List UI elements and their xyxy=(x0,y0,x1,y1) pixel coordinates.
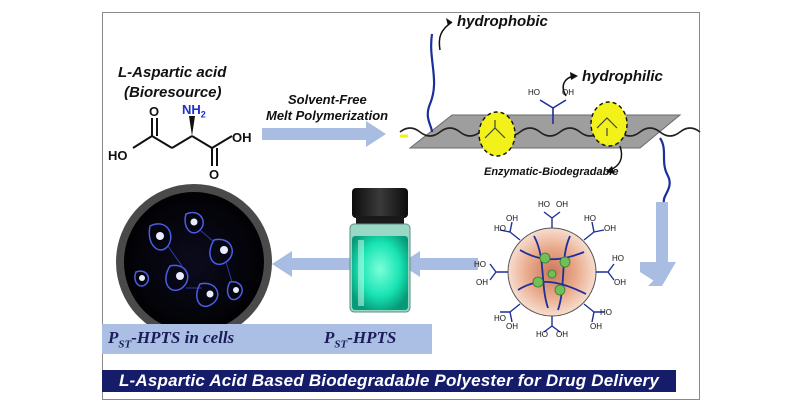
arrow-melt-polymerization xyxy=(262,121,386,147)
hydroxyl-left: HO xyxy=(108,148,128,163)
vial xyxy=(349,188,411,313)
micelle-oh-2: OH xyxy=(604,224,616,233)
micelle-oh-4: OH xyxy=(590,322,602,331)
caption-cells: PST-HPTS in cells xyxy=(108,328,235,351)
nh2-label: NH2 xyxy=(182,102,206,120)
reaction-line-1: Solvent-Free xyxy=(288,92,367,107)
diol-oh: OH xyxy=(562,88,574,97)
monomer-name: L-Aspartic acid xyxy=(118,64,227,81)
enzymatic-label: Enzymatic-Biodegradable xyxy=(484,166,619,178)
cell-image xyxy=(116,184,272,340)
arrow-down-to-micelle xyxy=(648,202,676,286)
arrow-to-micelle-hook xyxy=(640,262,662,286)
hydrophilic-diol xyxy=(539,99,567,124)
micelle-ho-5: HO xyxy=(536,330,548,339)
micelle-ho-8: HO xyxy=(494,224,506,233)
carbonyl-o-top: O xyxy=(149,104,160,119)
hydrophobic-label: hydrophobic xyxy=(457,13,548,30)
caption-vial: PST-HPTS xyxy=(324,328,397,351)
polymer-backbone xyxy=(399,127,701,137)
micelle-oh-7: OH xyxy=(476,278,488,287)
monomer-source: (Bioresource) xyxy=(124,84,222,101)
reaction-line-2: Melt Polymerization xyxy=(266,108,389,123)
micelle-ho-7: HO xyxy=(474,260,486,269)
micelle-ho-3: HO xyxy=(612,254,624,263)
diol-ho: HO xyxy=(528,88,540,97)
hydroxyl-right: OH xyxy=(232,130,252,145)
hydrophobic-chain xyxy=(426,33,436,133)
hydrophobic-tail-right xyxy=(659,137,671,203)
micelle xyxy=(489,211,615,333)
caption-bar xyxy=(102,324,432,354)
micelle-ho-1: HO xyxy=(538,200,550,209)
hydrophilic-label: hydrophilic xyxy=(582,68,663,85)
hydrophobic-pointer xyxy=(438,21,453,51)
micelle-oh-5: OH xyxy=(556,330,568,339)
stereo-wedge xyxy=(189,116,195,136)
ester-highlight-right xyxy=(590,101,628,147)
micelle-oh-8: OH xyxy=(506,214,518,223)
title-banner: L-Aspartic Acid Based Biodegradable Poly… xyxy=(102,370,676,392)
micelle-oh-3: OH xyxy=(614,278,626,287)
title-text: L-Aspartic Acid Based Biodegradable Poly… xyxy=(118,371,660,390)
micelle-ho-4: HO xyxy=(600,308,612,317)
micelle-oh-1: OH xyxy=(556,200,568,209)
micelle-ho-6: HO xyxy=(494,314,506,323)
micelle-oh-6: OH xyxy=(506,322,518,331)
micelle-ho-2: HO xyxy=(584,214,596,223)
aspartic-acid-structure xyxy=(132,118,233,166)
carbonyl-o-bottom: O xyxy=(209,167,220,182)
arrow-to-cells xyxy=(272,251,350,277)
ester-highlight-left xyxy=(478,111,516,157)
arrow-to-vial xyxy=(400,251,478,277)
